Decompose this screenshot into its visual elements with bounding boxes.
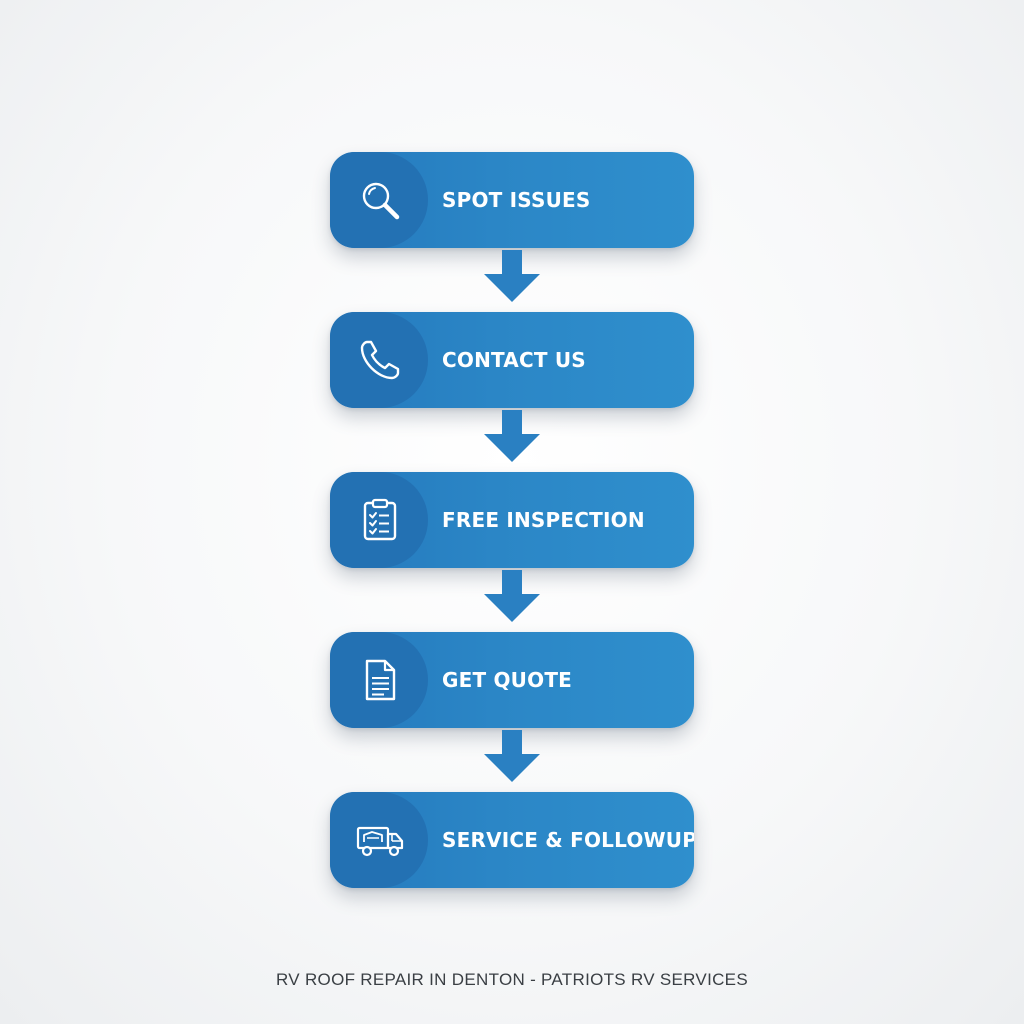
step-icon-panel (330, 472, 428, 568)
step-label: SPOT ISSUES (442, 188, 591, 212)
truck-icon (356, 826, 404, 857)
step-label: CONTACT US (442, 348, 586, 372)
step-get-quote[interactable]: GET QUOTE (330, 632, 694, 728)
down-arrow-icon (484, 730, 540, 782)
clipboard-checklist-icon (363, 498, 397, 541)
step-free-inspection[interactable]: FREE INSPECTION (330, 472, 694, 568)
down-arrow-icon (484, 570, 540, 622)
step-label: SERVICE & FOLLOWUP (442, 828, 694, 852)
step-icon-panel (330, 312, 428, 408)
down-arrow-icon (484, 410, 540, 462)
step-icon-panel (330, 632, 428, 728)
magnifier-icon (362, 182, 400, 220)
down-arrow-icon (484, 250, 540, 302)
step-service-followup[interactable]: SERVICE & FOLLOWUP (330, 792, 694, 888)
step-icon-panel (330, 152, 428, 248)
document-icon (365, 659, 396, 701)
step-icon-panel (330, 792, 428, 888)
footer-caption: RV ROOF REPAIR IN DENTON - PATRIOTS RV S… (276, 970, 748, 989)
phone-icon (360, 340, 400, 380)
step-label: FREE INSPECTION (442, 508, 645, 532)
step-label: GET QUOTE (442, 668, 573, 692)
step-contact-us[interactable]: CONTACT US (330, 312, 694, 408)
step-spot-issues[interactable]: SPOT ISSUES (330, 152, 694, 248)
